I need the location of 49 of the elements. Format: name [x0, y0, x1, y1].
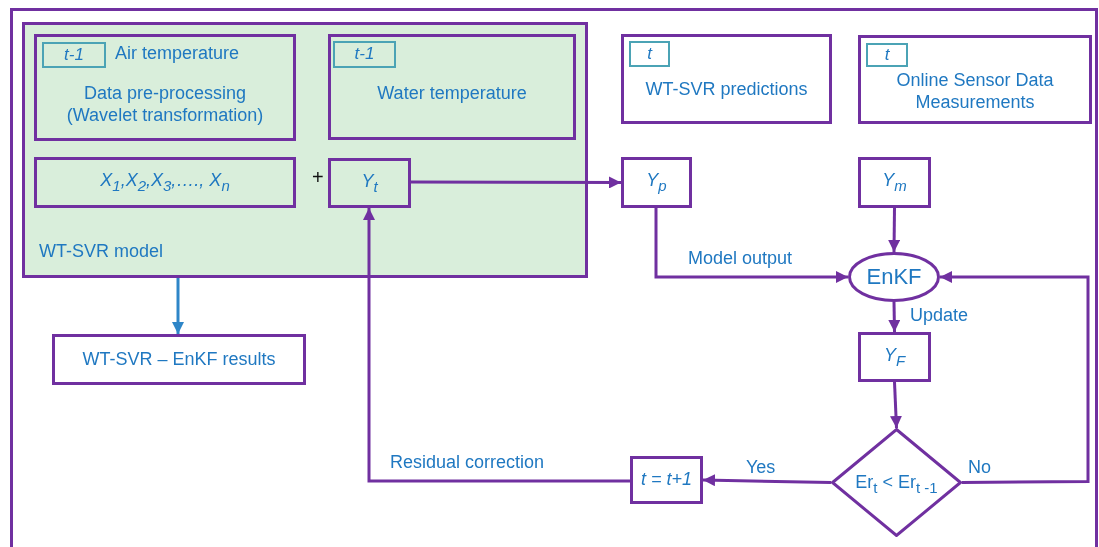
- node-label: Y$_{t}$: [361, 170, 378, 196]
- process-box: [621, 157, 692, 208]
- node-label: EnKF: [866, 263, 922, 291]
- input-box: [328, 34, 576, 140]
- node-label: Air temperature: [115, 43, 241, 65]
- model-panel: [22, 22, 588, 278]
- node-label: Y$_{m}$: [882, 170, 907, 195]
- result-box: [52, 334, 306, 385]
- node-label: WT-SVR model: [39, 241, 164, 263]
- prediction-box: [621, 34, 832, 124]
- input-vector-box: [34, 157, 296, 208]
- arrow: [654, 208, 848, 283]
- arrow: [411, 176, 621, 189]
- time-step-label: t: [647, 43, 652, 65]
- node-label: Y$_{F}$: [883, 344, 906, 370]
- time-step-label: t: [884, 44, 890, 66]
- arrow: [940, 271, 1090, 484]
- input-box: [34, 34, 296, 141]
- time-tag: [629, 41, 670, 67]
- filter-ellipse: [848, 252, 940, 302]
- decision-diamond: [831, 428, 962, 537]
- time-tag: [42, 42, 106, 68]
- time-step-label: t-1: [354, 44, 375, 65]
- edge-label: Update: [908, 305, 971, 327]
- time-tag: [333, 41, 396, 68]
- arrow: [888, 301, 901, 333]
- time-tag: [866, 43, 908, 67]
- node-label: Y$_{p}$: [646, 170, 667, 195]
- arrow: [888, 208, 901, 252]
- node-label: Online Sensor Data Measurements: [895, 69, 1055, 114]
- node-label: Data pre-processing (Wavelet transformation): [65, 83, 265, 127]
- process-box: [858, 332, 931, 382]
- node-label: Er$_{t}$ < Er$_{t -1}$: [855, 472, 938, 497]
- arrow: [702, 474, 832, 487]
- node-label: t = t+1: [640, 469, 692, 491]
- arrow: [363, 208, 630, 483]
- process-box: [630, 456, 703, 504]
- node-label: WT-SVR – EnKF results: [82, 348, 276, 371]
- measurement-box: [858, 35, 1092, 124]
- output-box: [328, 158, 411, 208]
- edge-label: Model output: [686, 248, 795, 270]
- arrow: [172, 278, 184, 334]
- node-label: X$_{1}$,X$_{2}$,X$_{3}$,…., X$_{n}$: [100, 170, 230, 195]
- node-label: Water temperature: [377, 83, 527, 105]
- node-label: WT-SVR predictions: [645, 79, 808, 101]
- arrow: [890, 381, 902, 429]
- plus-sign: +: [312, 166, 324, 189]
- process-box: [858, 157, 931, 208]
- time-step-label: t-1: [64, 44, 84, 66]
